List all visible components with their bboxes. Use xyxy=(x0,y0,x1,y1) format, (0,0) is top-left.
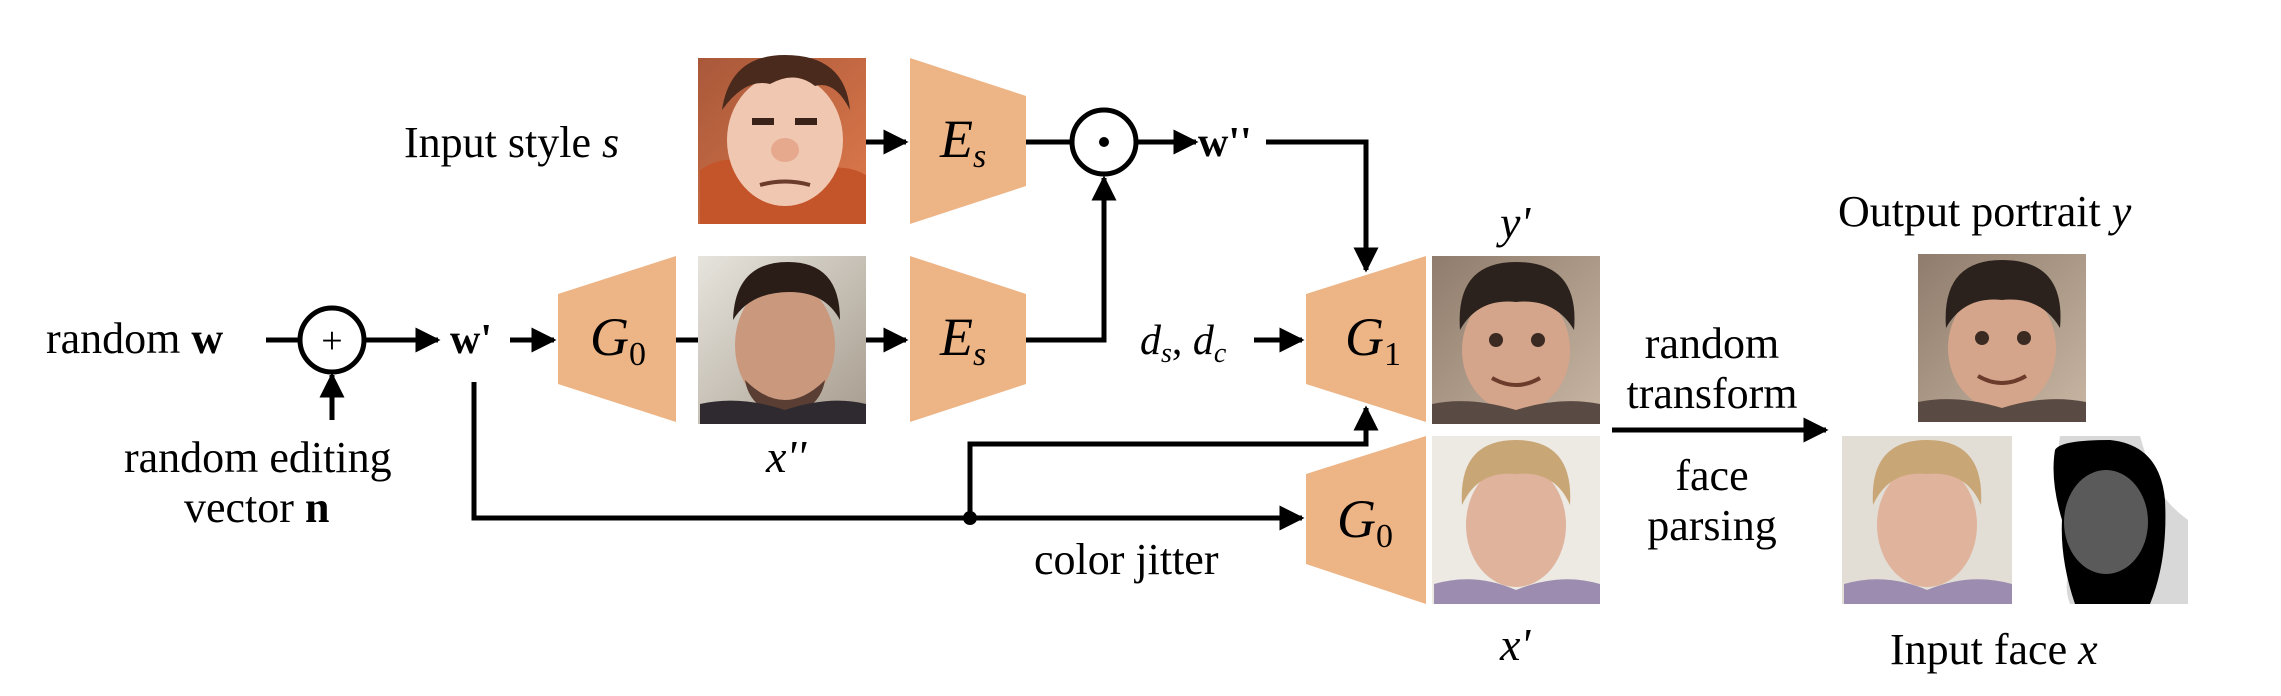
g1-letter: G1 xyxy=(1345,307,1401,373)
style-image xyxy=(698,55,866,224)
encoder-es-middle-block xyxy=(910,256,1026,422)
plus-operator-symbol: + xyxy=(321,320,342,362)
ds-dc-label: ds, dc xyxy=(1140,318,1227,369)
es-middle-letter: Es xyxy=(939,307,986,373)
output-portrait-image xyxy=(1918,254,2086,422)
generator-g1-block xyxy=(1306,256,1426,422)
x-prime-label: x' xyxy=(1499,619,1531,670)
es-top-letter: Es xyxy=(939,109,986,175)
input-style-label: Input style s xyxy=(404,118,619,167)
generator-g0-right-block xyxy=(1306,436,1426,604)
face-image-x-prime xyxy=(1432,436,1600,604)
random-transform-label-line2: transform xyxy=(1626,369,1797,418)
generator-g0-left-block xyxy=(558,256,676,422)
input-face-label: Input face x xyxy=(1890,625,2098,674)
random-editing-label-line1: random editing xyxy=(124,433,392,482)
x-double-prime-label: x'' xyxy=(765,431,807,482)
g0-right-letter: G0 xyxy=(1337,489,1393,555)
random-w-label: random w xyxy=(46,314,223,363)
color-jitter-label: color jitter xyxy=(1034,535,1219,584)
face-parsing-label-line1: face xyxy=(1675,451,1748,500)
face-parsing-mask-image xyxy=(2020,436,2188,604)
output-portrait-label: Output portrait y xyxy=(1838,187,2132,236)
face-image-x-double-prime xyxy=(698,256,866,424)
encoder-es-top-block xyxy=(910,58,1026,224)
w-prime-label: w' xyxy=(450,317,492,363)
hadamard-dot xyxy=(1099,137,1109,147)
w-double-prime-label: w'' xyxy=(1198,120,1252,166)
g0-left-letter: G0 xyxy=(590,307,646,373)
stylized-image-y-prime xyxy=(1432,256,1600,424)
input-face-image xyxy=(1842,436,2012,604)
face-parsing-label-line2: parsing xyxy=(1647,501,1777,550)
connections xyxy=(266,129,1829,531)
random-transform-label-line1: random xyxy=(1645,319,1779,368)
random-editing-label-line2: vector n xyxy=(184,483,329,532)
y-prime-label: y' xyxy=(1496,197,1531,248)
